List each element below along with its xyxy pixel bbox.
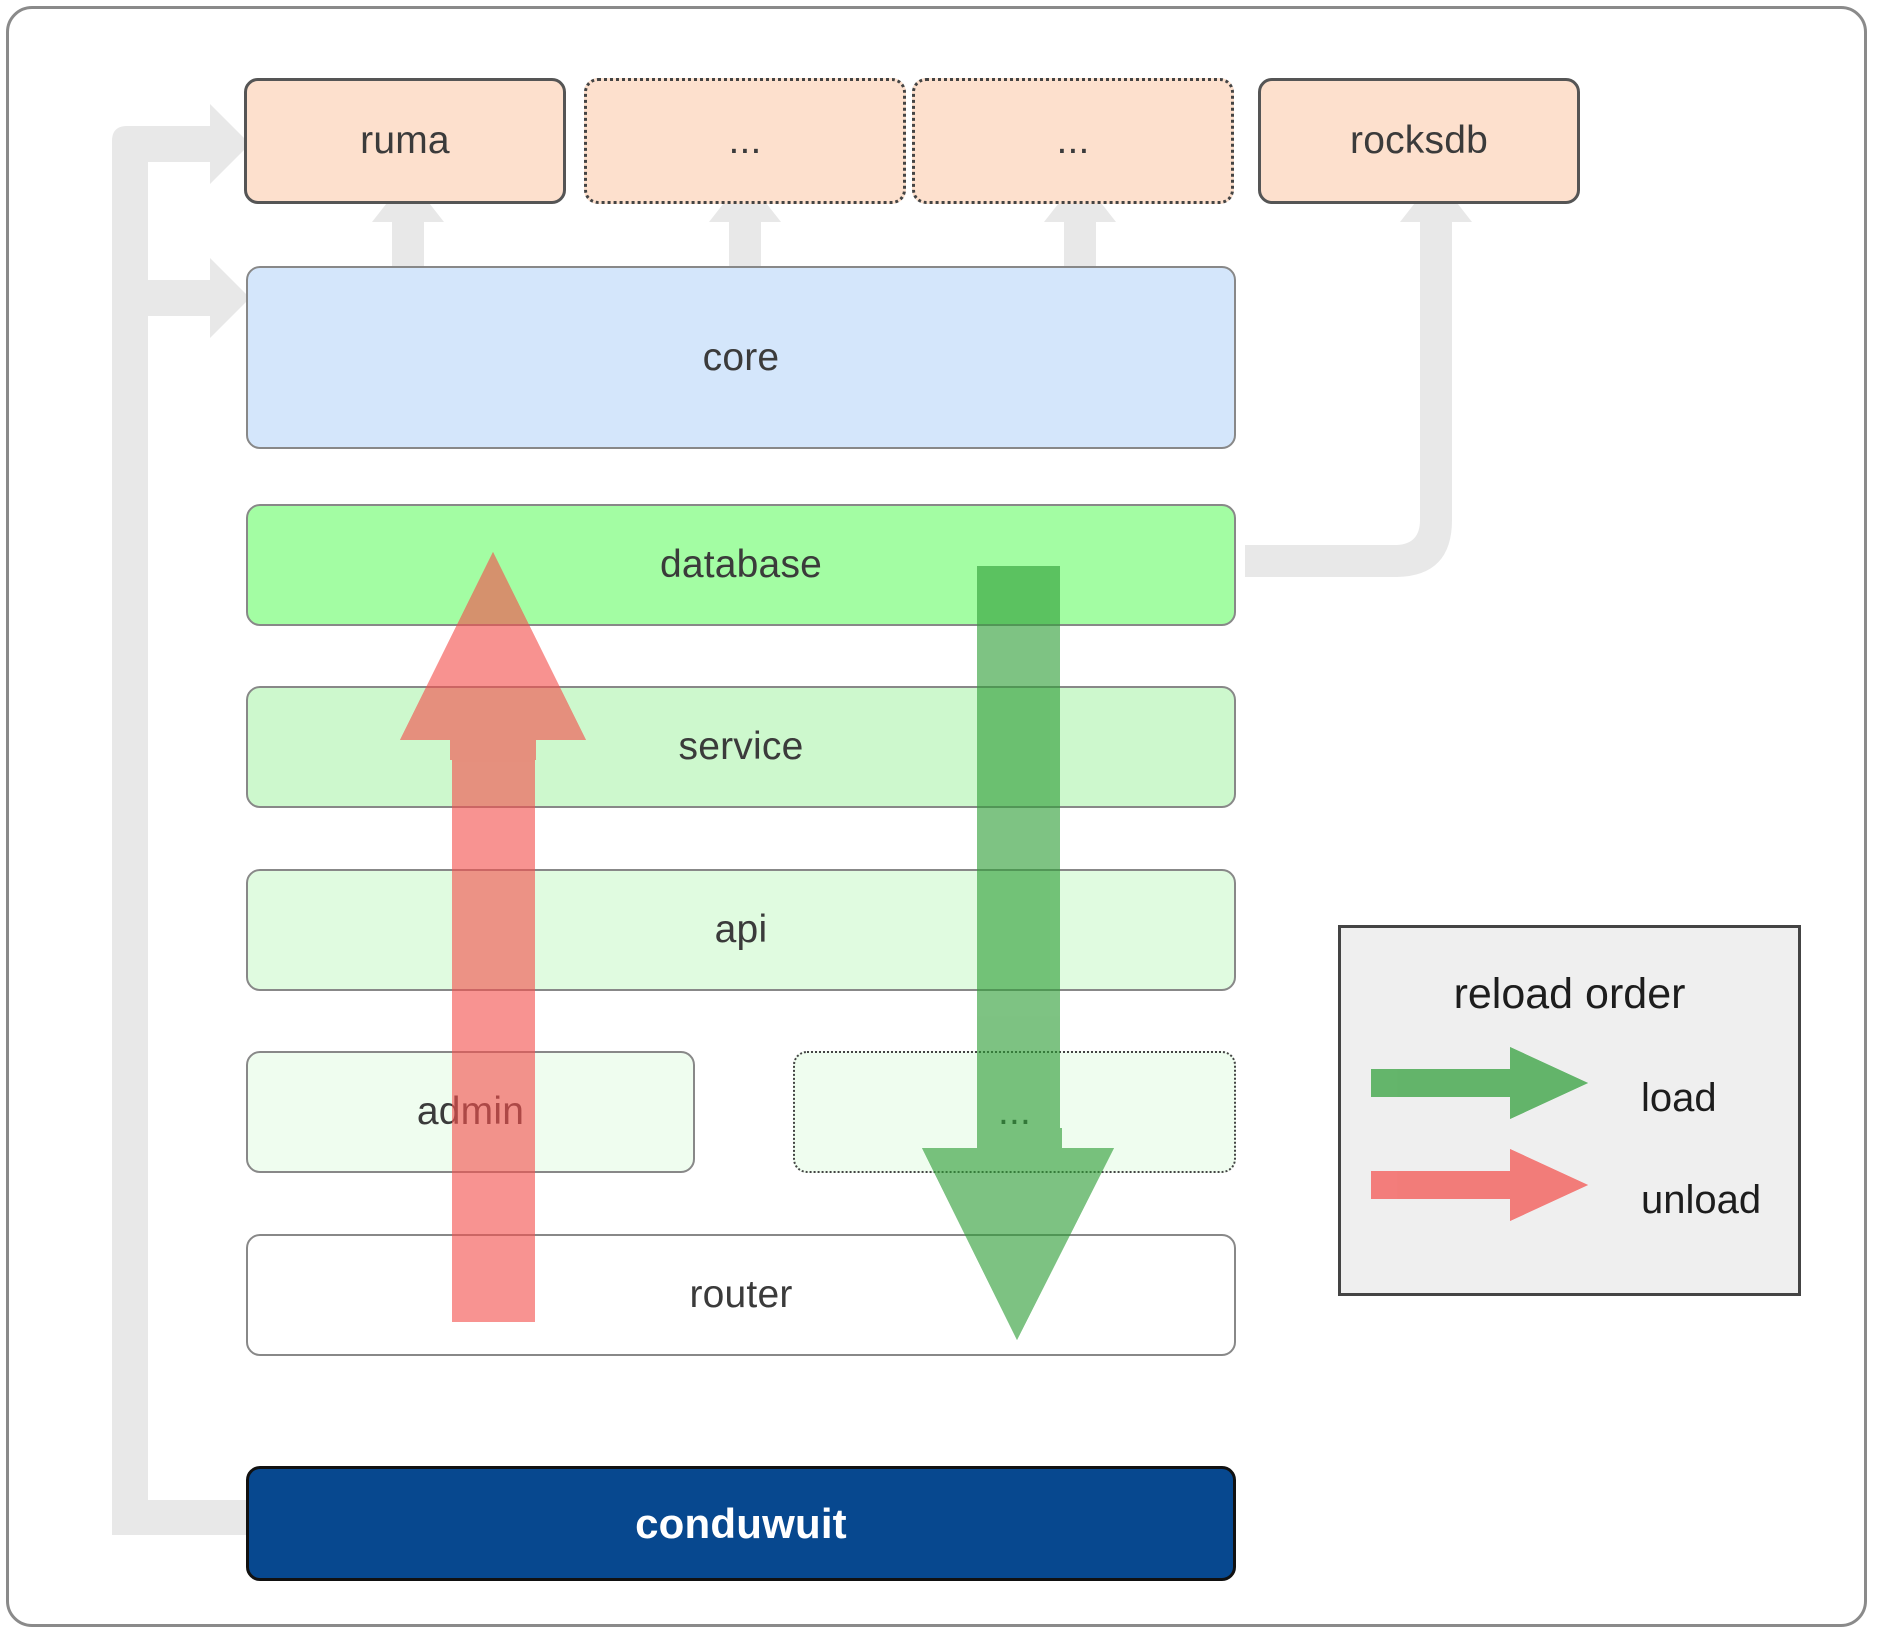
crate-node-api[interactable]: api [246, 869, 1236, 991]
external-node-ruma-label: ruma [360, 119, 450, 162]
legend-load-arrow [1371, 1047, 1588, 1119]
external-node-ruma[interactable]: ruma [244, 78, 566, 204]
external-node-ellipsis-1[interactable]: ... [584, 78, 906, 204]
crate-node-api-label: api [714, 908, 768, 951]
legend-label-unload: unload [1641, 1178, 1762, 1222]
crate-node-database[interactable]: database [246, 504, 1236, 626]
diagram-frame [6, 6, 1867, 1627]
legend-unload-arrow [1371, 1149, 1588, 1221]
legend-label-load: load [1641, 1076, 1717, 1120]
external-node-ellipsis-2-label: ... [1056, 119, 1090, 162]
crate-node-service[interactable]: service [246, 686, 1236, 808]
crate-node-admin-sibling-label: ... [997, 1090, 1032, 1133]
crate-node-admin-label: admin [416, 1090, 525, 1133]
crate-node-core-label: core [702, 335, 780, 379]
crate-node-database-label: database [659, 543, 823, 586]
external-node-ellipsis-1-label: ... [728, 119, 762, 162]
crate-node-router-label: router [689, 1273, 793, 1316]
external-node-ellipsis-2[interactable]: ... [912, 78, 1234, 204]
crate-node-service-label: service [678, 725, 804, 768]
crate-node-router[interactable]: router [246, 1234, 1236, 1356]
external-node-rocksdb[interactable]: rocksdb [1258, 78, 1580, 204]
legend-panel: reload order load unload [1338, 925, 1801, 1296]
crate-node-core[interactable]: core [246, 266, 1236, 449]
crate-node-conduwuit-label: conduwuit [635, 1499, 847, 1547]
crate-node-admin-sibling[interactable]: ... [793, 1051, 1236, 1173]
crate-node-conduwuit[interactable]: conduwuit [246, 1466, 1236, 1581]
legend-title: reload order [1453, 970, 1686, 1018]
crate-node-admin[interactable]: admin [246, 1051, 695, 1173]
external-node-rocksdb-label: rocksdb [1350, 119, 1488, 162]
